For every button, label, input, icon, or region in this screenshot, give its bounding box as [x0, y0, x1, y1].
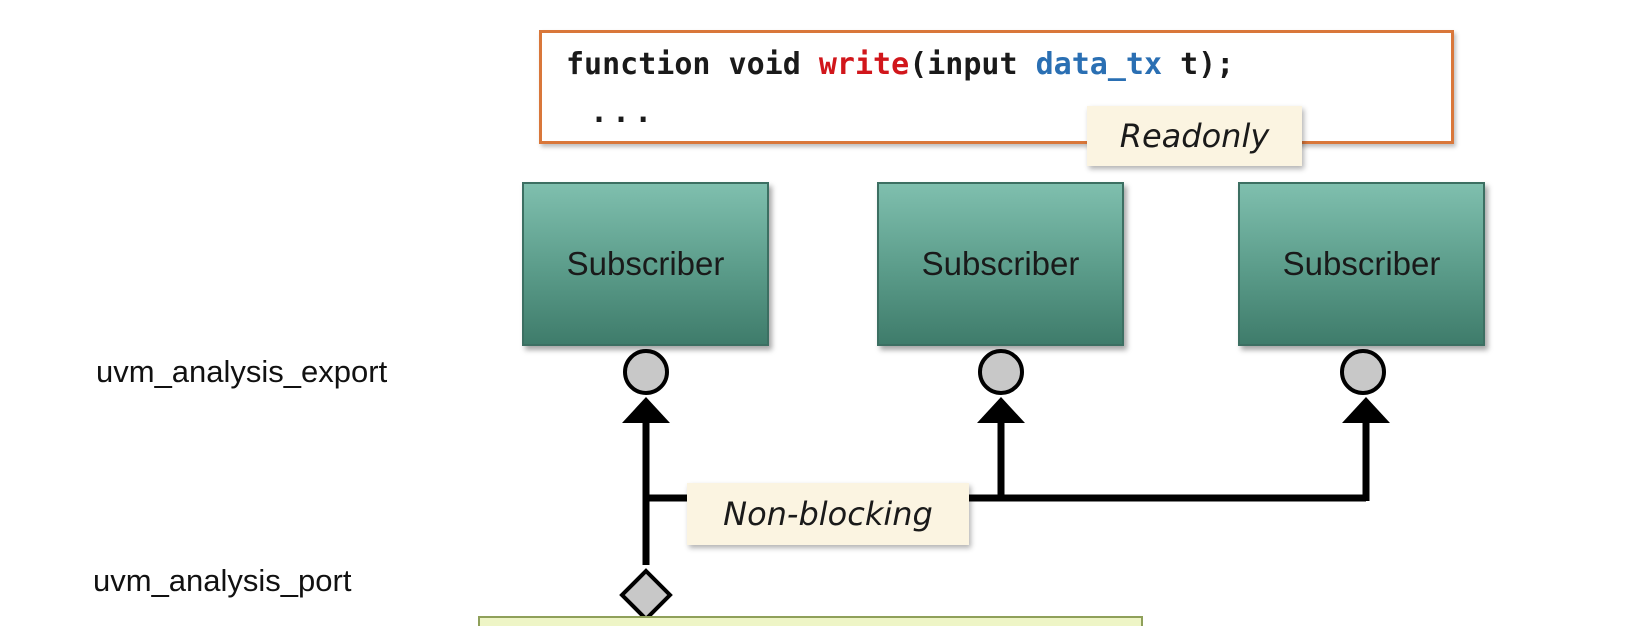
subscriber-box-1: Subscriber	[522, 182, 769, 346]
nonblocking-note: Non-blocking	[687, 483, 969, 545]
code-line-1: function void write(input data_tx t);	[566, 47, 1234, 82]
code-snippet-box: function void write(input data_tx t); ..…	[539, 30, 1454, 144]
analysis-port-diamond-icon	[619, 568, 673, 622]
readonly-note: Readonly	[1087, 106, 1302, 166]
export-port-icon-2	[978, 349, 1024, 395]
code-input-keyword: (input	[909, 47, 1036, 82]
subscriber-box-2: Subscriber	[877, 182, 1124, 346]
arrowhead-3	[1342, 397, 1390, 423]
analysis-port-label: uvm_analysis_port	[93, 563, 352, 598]
code-write-keyword: write	[818, 47, 910, 82]
arrowhead-2	[977, 397, 1025, 423]
export-port-icon-1	[623, 349, 669, 395]
arrowhead-1	[622, 397, 670, 423]
subscriber-box-3: Subscriber	[1238, 182, 1485, 346]
code-line-end: t);	[1162, 47, 1235, 82]
producer-box	[478, 616, 1143, 626]
code-line-2: ...	[590, 95, 657, 130]
export-port-icon-3	[1340, 349, 1386, 395]
code-type-keyword: data_tx	[1035, 47, 1163, 82]
analysis-export-label: uvm_analysis_export	[96, 354, 388, 389]
code-function-keyword: function void	[566, 47, 819, 82]
